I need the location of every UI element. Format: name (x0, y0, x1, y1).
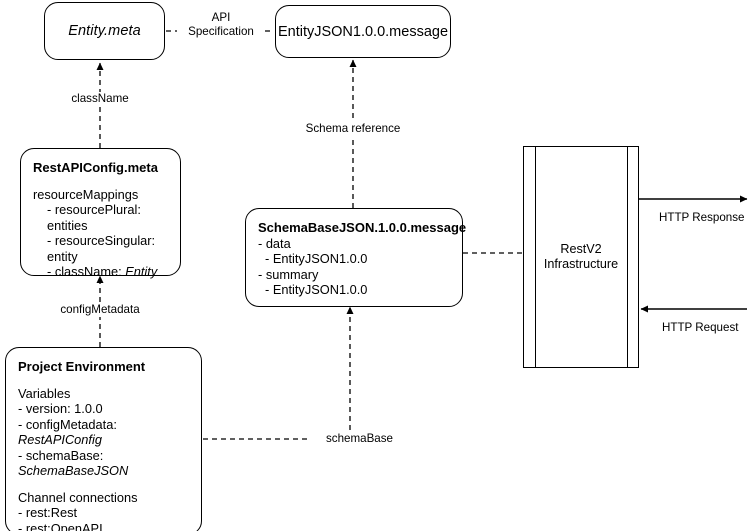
node-schema-base-message-title: SchemaBaseJSON.1.0.0.message (258, 220, 467, 235)
node-rest-api-config-title: RestAPIConfig.meta (33, 160, 158, 175)
node-schema-base-line-0: - data (258, 235, 291, 251)
node-rest-api-config-body: RestAPIConfig.meta resourceMappings - re… (21, 149, 180, 288)
schema-base-value: SchemaBaseJSON (18, 463, 129, 478)
node-project-environment[interactable]: Project Environment Variables - version:… (5, 347, 202, 531)
class-name-text: className (71, 92, 129, 105)
node-entity-meta[interactable]: Entity.meta (44, 2, 165, 60)
spacer (18, 479, 189, 490)
node-schema-base-message-body: SchemaBaseJSON.1.0.0.message - data - En… (246, 209, 467, 306)
http-request-text: HTTP Request (662, 321, 739, 334)
node-project-environment-config-metadata: - configMetadata: RestAPIConfig (18, 417, 189, 448)
node-project-environment-version: - version: 1.0.0 (18, 401, 103, 416)
edge-label-api-specification: API Specification (177, 11, 265, 38)
node-rest-api-config-item-0: - resourcePlural: entities (47, 202, 141, 233)
node-schema-base-line-3: - EntityJSON1.0.0 (265, 282, 368, 297)
node-project-environment-body: Project Environment Variables - version:… (6, 348, 201, 531)
node-restv2-infrastructure[interactable]: RestV2 Infrastructure (523, 146, 639, 368)
schema-reference-text: Schema reference (305, 122, 401, 135)
node-rest-api-config-class-name: - className: Entity (33, 264, 168, 280)
node-schema-base-line-2: - summary (258, 266, 319, 282)
schema-base-text: schemaBase (325, 432, 393, 445)
config-metadata-prefix: - configMetadata: (18, 416, 117, 432)
node-restv2-infrastructure-label: RestV2 Infrastructure (524, 242, 638, 272)
edge-label-schema-base: schemaBase (307, 432, 393, 446)
node-entity-json-message[interactable]: EntityJSON1.0.0.message (275, 5, 451, 58)
node-rest-api-config-item-1: - resourceSingular: entity (47, 233, 156, 264)
node-rest-api-config-section: resourceMappings (33, 186, 139, 202)
node-entity-meta-label: Entity.meta (68, 23, 141, 39)
edge-label-config-metadata: configMetadata (45, 303, 155, 317)
node-project-environment-channels-head: Channel connections (18, 489, 138, 505)
edge-label-http-response: HTTP Response (659, 211, 754, 225)
node-project-environment-variables-head: Variables (18, 385, 71, 401)
node-project-environment-channel-0: - rest:Rest (18, 505, 78, 520)
node-schema-base-message[interactable]: SchemaBaseJSON.1.0.0.message - data - En… (245, 208, 467, 307)
restv2-label-line2: Infrastructure (543, 257, 619, 271)
config-metadata-text: configMetadata (60, 303, 140, 316)
edge-label-schema-reference: Schema reference (293, 122, 413, 136)
spacer (18, 375, 189, 386)
http-response-text: HTTP Response (659, 211, 745, 224)
node-project-environment-title: Project Environment (18, 359, 146, 374)
node-project-environment-schema-base: - schemaBase: SchemaBaseJSON (18, 448, 189, 479)
node-schema-base-line-1: - EntityJSON1.0.0 (265, 251, 368, 266)
api-specification-line2: Specification (188, 24, 254, 38)
edge-label-class-name: className (58, 92, 142, 106)
edge-label-http-request: HTTP Request (662, 321, 754, 335)
component-bar-right (627, 147, 628, 367)
node-project-environment-channel-1: - rest:OpenAPI (18, 520, 103, 531)
component-bar-left (535, 147, 536, 367)
schema-base-prefix: - schemaBase: (18, 447, 104, 463)
class-name-value: Entity (125, 264, 158, 279)
spacer (33, 176, 168, 187)
api-specification-line1: API (211, 11, 231, 24)
node-entity-json-message-label: EntityJSON1.0.0.message (277, 23, 449, 40)
restv2-label-line1: RestV2 (560, 242, 602, 256)
class-name-prefix: - className: (47, 264, 126, 279)
node-rest-api-config[interactable]: RestAPIConfig.meta resourceMappings - re… (20, 148, 181, 279)
config-metadata-value: RestAPIConfig (18, 432, 102, 447)
